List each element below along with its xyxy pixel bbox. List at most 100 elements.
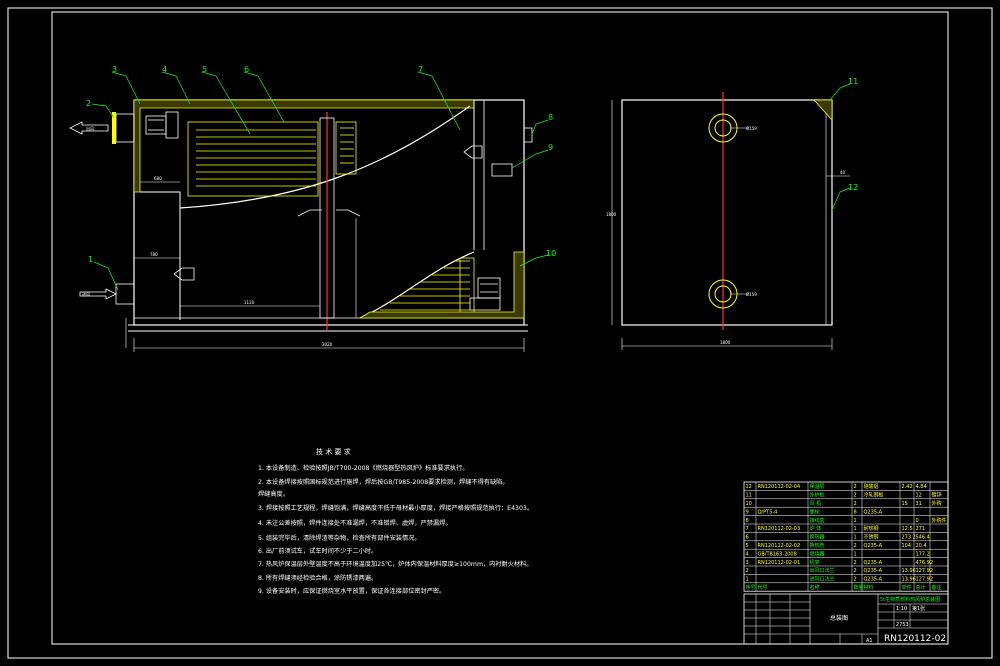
bom-cell-w1: 13.96 bbox=[902, 568, 916, 574]
technical-notes: 技 术 要 求 1. 本设备制造、检验按照JB/T700-2008《燃烧器型热风… bbox=[258, 447, 533, 595]
title-product: 5t生物质燃料热风炉总装图 bbox=[880, 596, 940, 603]
bom-cell-mat: Q235-A bbox=[864, 577, 883, 583]
bom-cell-mat: 不锈钢 bbox=[864, 534, 879, 541]
callout-6: 6 bbox=[244, 65, 249, 74]
dim-height-side: 1800 bbox=[606, 212, 617, 217]
bom-cell-name: 出风口法兰 bbox=[810, 567, 835, 574]
bom-cell-no: 12 bbox=[746, 484, 752, 490]
top-fan bbox=[145, 111, 179, 139]
note-item: 5. 组装完毕后，清除焊渣等杂物，检查所有部件安装情况。 bbox=[258, 534, 421, 542]
callout-10: 10 bbox=[546, 249, 556, 258]
side-body bbox=[621, 99, 833, 326]
bom-cell-code: RN120112-02-02 bbox=[758, 543, 801, 549]
outlet-pipe: 出风 bbox=[69, 112, 135, 144]
bom-cell-no: 9 bbox=[746, 509, 749, 515]
dim-pipe-top: Ø159 bbox=[746, 126, 757, 131]
bom-cell-code: RN120112-02-03 bbox=[758, 526, 801, 532]
bom-cell-qty: 1 bbox=[854, 526, 857, 532]
dim-inner-len: 1120 bbox=[244, 300, 255, 305]
bom-cell-w2: 127.92 bbox=[916, 568, 934, 574]
front-dimensions bbox=[125, 181, 525, 352]
bom-cell-note: 外购件 bbox=[932, 517, 947, 524]
bom-cell-qty: 8 bbox=[854, 509, 857, 515]
title-drawing-name: 总装图 bbox=[830, 614, 848, 622]
bom-cell-no: 3 bbox=[746, 560, 749, 566]
bom-cell-w2: 177.2 bbox=[916, 551, 930, 557]
bom-frame bbox=[743, 481, 949, 592]
insulation-bottom bbox=[358, 251, 525, 319]
callout-7: 7 bbox=[418, 65, 423, 74]
dim-width-main: 3020 bbox=[322, 342, 333, 347]
notes-title: 技 术 要 求 bbox=[316, 447, 351, 456]
title-block: 5t生物质燃料热风炉总装图 总装图 1:10 第1张 2753 A1 RN120… bbox=[743, 593, 949, 645]
bom-cell-w1: 104 bbox=[902, 543, 912, 549]
bom-cell-no: 10 bbox=[746, 501, 752, 507]
bom-cell-code: GB/T8163-2008 bbox=[758, 551, 797, 557]
bom-cell-name: 炉 体 bbox=[810, 525, 822, 532]
bom-header-name: 名称 bbox=[810, 584, 820, 591]
bom-cell-w2: 271 bbox=[916, 526, 926, 532]
bom-cell-name: 接线盒 bbox=[810, 517, 825, 524]
bom-cell-mat: Q235-A bbox=[864, 543, 883, 549]
note-item: 7. 热风炉保温层外壁温度不高于环境温度加25℃，炉体内保温材料厚度≥100mm… bbox=[258, 560, 533, 568]
bom-cell-qty: 1 bbox=[854, 535, 857, 541]
bom-cell-w2: 31 bbox=[916, 501, 922, 507]
bom-cell-w2: 20.4 bbox=[916, 543, 927, 549]
bom-cell-code: Q/PT5-4 bbox=[758, 509, 778, 515]
bom-cell-w1: 273.2 bbox=[902, 535, 916, 541]
title-sheet: 第1张 bbox=[912, 605, 925, 612]
bom-cell-no: 2 bbox=[746, 568, 749, 574]
note-item: 1. 本设备制造、检验按照JB/T700-2008《燃烧器型热风炉》标准要求执行… bbox=[258, 464, 468, 472]
bom-cell-name: 风 机 bbox=[810, 500, 822, 507]
bom-cell-w1: 2.42 bbox=[902, 484, 913, 490]
bom-cell-no: 7 bbox=[746, 526, 749, 532]
bom-cell-no: 1 bbox=[746, 577, 749, 583]
note-item: 2. 本设备焊接按照国标规范进行施焊，焊后按GB/T985-2008要求检测，焊… bbox=[258, 478, 509, 486]
dim-upper-left: 680 bbox=[154, 176, 162, 181]
burner-tubes bbox=[380, 257, 475, 317]
side-insulation bbox=[813, 99, 833, 122]
bom-cell-qty: 2 bbox=[854, 493, 857, 499]
bom-cell-w1: 13.96 bbox=[902, 577, 916, 583]
bom-cell-w2: 127.92 bbox=[916, 577, 934, 583]
bolt-block bbox=[491, 163, 513, 177]
bom-cell-qty: 2 bbox=[854, 568, 857, 574]
bom-cell-no: 4 bbox=[746, 551, 749, 557]
bom-cell-note: 外购 bbox=[932, 500, 942, 507]
callout-5: 5 bbox=[202, 65, 207, 74]
dim-width-side: 1800 bbox=[720, 340, 731, 345]
bom-cell-no: 5 bbox=[746, 543, 749, 549]
bom-cell-no: 11 bbox=[746, 493, 752, 499]
bom-header-qty: 数量 bbox=[854, 584, 864, 591]
callout-12: 12 bbox=[848, 183, 858, 192]
note-item: 焊缝高度。 bbox=[258, 490, 289, 498]
bom-cell-name: 机架 bbox=[810, 559, 820, 566]
bom-cell-no: 8 bbox=[746, 518, 749, 524]
title-paper: A1 bbox=[866, 638, 873, 644]
inlet-arrow-icon bbox=[79, 288, 117, 300]
burner-curve bbox=[359, 251, 475, 319]
front-view: 出风 进风 bbox=[69, 99, 533, 352]
bom-cell-qty: 2 bbox=[854, 560, 857, 566]
note-item: 4. 未注公差按照，焊件连接处不准漏焊，不准错焊、虚焊，严禁漏焊。 bbox=[258, 519, 452, 527]
bom-cell-qty: 1 bbox=[854, 518, 857, 524]
callout-4: 4 bbox=[162, 65, 167, 74]
bom-cell-name: 进风口法兰 bbox=[810, 576, 835, 583]
body-outline bbox=[133, 99, 525, 326]
note-item: 9. 设备安装时，应保证燃烧室水平放置，保证各连接部位密封严密。 bbox=[258, 587, 445, 595]
bom-cell-w1: 12.5 bbox=[902, 526, 913, 532]
bom-cell-mat: 冷轧钢板 bbox=[864, 492, 884, 499]
callout-3: 3 bbox=[112, 65, 117, 74]
bom-header-mat: 材料 bbox=[864, 584, 874, 591]
bom-cell-mat: Q235-A bbox=[864, 560, 883, 566]
exchanger-tubes bbox=[187, 121, 357, 197]
bom-cell-mat: 硅酸铝 bbox=[864, 483, 879, 490]
bom-cell-w2: 476.92 bbox=[916, 560, 934, 566]
bom-cell-mat: Q235-A bbox=[864, 568, 883, 574]
dim-pipe-bottom: Ø159 bbox=[746, 292, 757, 297]
bom-cell-qty: 2 bbox=[854, 543, 857, 549]
bom-cell-w2: 0 bbox=[916, 518, 919, 524]
bom-cell-note: 镀锌 bbox=[932, 492, 942, 499]
bom-header-note: 备注 bbox=[932, 584, 942, 591]
